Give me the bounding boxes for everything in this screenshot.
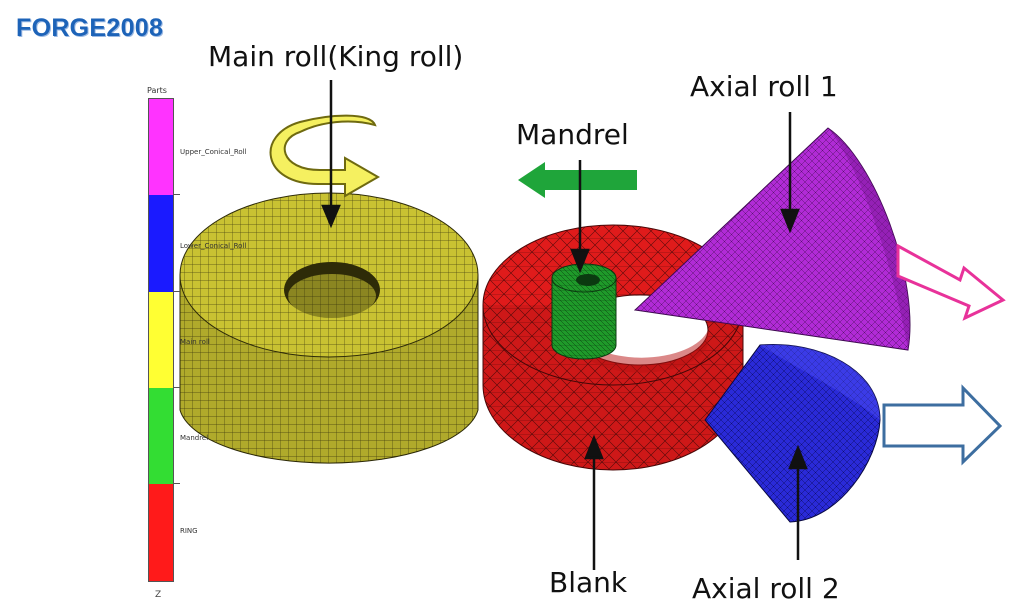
axial-roll-2-direction-arrow [882, 384, 1003, 466]
parts-legend [148, 98, 174, 582]
blank-ring-model [482, 224, 744, 471]
rotation-arrow [269, 114, 381, 198]
legend-label-main-roll: Main roll [180, 338, 210, 346]
legend-title: Parts [147, 86, 167, 95]
callout-mandrel: Mandrel [516, 118, 629, 151]
callout-pointers [321, 80, 808, 570]
legend-label-mandrel: Mandrel [180, 434, 209, 442]
app-logo-text: FORGE2008 [16, 14, 164, 42]
legend-swatch-upper-conical-roll [149, 99, 173, 195]
legend-swatch-lower-conical-roll [149, 195, 173, 292]
axial-roll-2-model [704, 343, 881, 523]
callout-axial-roll-2: Axial roll 2 [692, 572, 840, 605]
axial-roll-1-model [633, 127, 911, 351]
legend-swatch-ring [149, 484, 173, 581]
legend-label-lower-conical-roll: Lower_Conical_Roll [180, 242, 247, 250]
callout-blank: Blank [549, 566, 628, 599]
callout-axial-roll-1: Axial roll 1 [690, 70, 838, 103]
legend-tick [174, 387, 180, 388]
legend-tick [174, 291, 180, 292]
axial-roll-1-direction-arrow [896, 243, 1006, 321]
legend-tick [174, 483, 180, 484]
legend-label-ring: RING [180, 527, 198, 535]
mandrel-model [551, 263, 617, 360]
legend-swatch-mandrel [149, 388, 173, 484]
main-roll-model [179, 192, 479, 464]
legend-tick [174, 194, 180, 195]
mandrel-direction-arrow [518, 162, 637, 198]
legend-swatch-main-roll [149, 292, 173, 388]
callout-main-roll: Main roll(King roll) [208, 40, 464, 73]
legend-label-upper-conical-roll: Upper_Conical_Roll [180, 148, 247, 156]
axis-triad-icon: Z [155, 590, 162, 600]
